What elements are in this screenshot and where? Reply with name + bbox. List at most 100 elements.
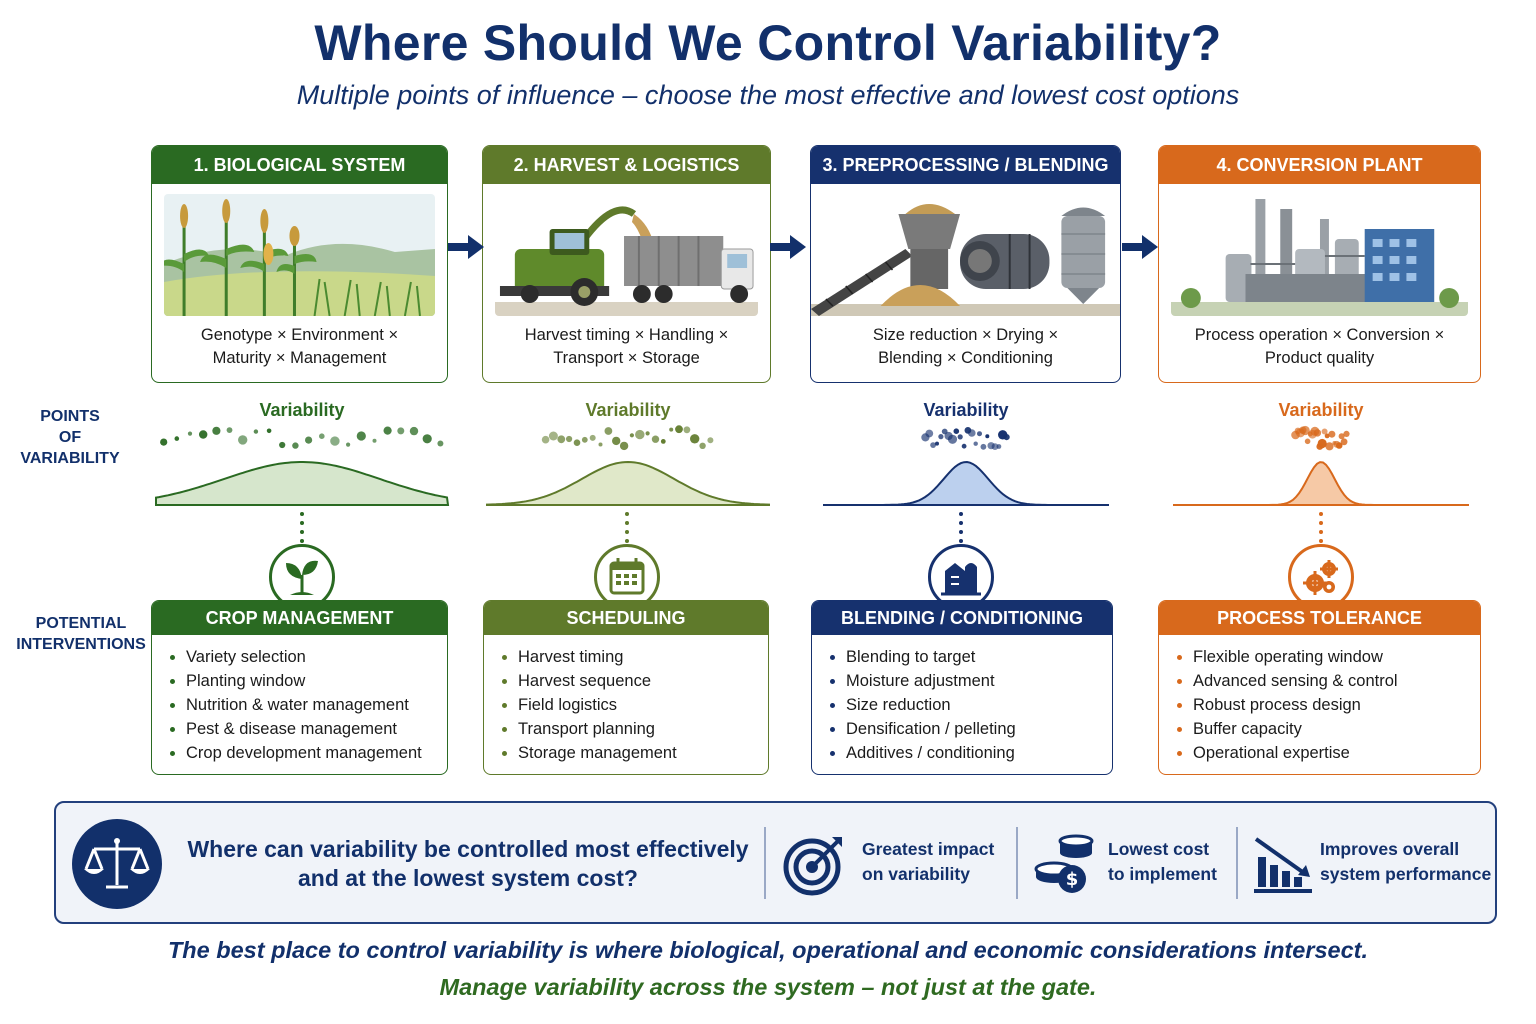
variability-label: Variability: [923, 400, 1009, 420]
variability-dot: [437, 440, 444, 447]
variability-dot: [346, 442, 351, 447]
variability-dot: [619, 441, 629, 451]
variability-dot: [187, 431, 193, 436]
variability-dot: [566, 435, 573, 443]
bell-curve: [1173, 461, 1469, 506]
stage-header: 4. CONVERSION PLANT: [1159, 146, 1480, 184]
list-item: Crop development management: [170, 741, 447, 765]
metric-line: Improves overall: [1320, 839, 1460, 859]
intervention-card-crop-management: CROP MANAGEMENT Variety selection Planti…: [151, 600, 448, 775]
variability-distribution: [1173, 425, 1469, 506]
variability-dot: [548, 431, 558, 441]
list-item: Advanced sensing & control: [1177, 669, 1480, 693]
label-line: INTERVENTIONS: [16, 636, 146, 653]
bar-chart-icon: [1254, 837, 1312, 893]
variability-panel-4: Variability: [1168, 390, 1474, 508]
list-item: Transport planning: [502, 717, 768, 741]
variability-dot: [1321, 428, 1328, 435]
intervention-header: CROP MANAGEMENT: [152, 601, 447, 635]
stage-factors-line1: Harvest timing × Handling ×: [524, 326, 729, 344]
metric-lowest-cost: Lowest cost to implement: [1108, 837, 1217, 887]
variability-dot: [1343, 430, 1350, 437]
bell-curve: [823, 460, 1109, 506]
variability-dot: [996, 444, 1002, 449]
page-title: Where Should We Control Variability?: [314, 15, 1222, 71]
flow-arrow-icon: [770, 235, 806, 259]
variability-dot: [557, 435, 566, 444]
flow-arrow-icon: [1122, 235, 1158, 259]
variability-dot: [683, 426, 691, 434]
stage-card-harvest-logistics: 2. HARVEST & LOGISTICS Harvest timing × …: [482, 145, 771, 383]
label-line: POINTS: [40, 408, 100, 425]
stage-factors-line1: Size reduction × Drying ×: [872, 326, 1059, 344]
list-item: Planting window: [170, 669, 447, 693]
conversion-plant-illustration: [1171, 194, 1468, 316]
variability-dot: [372, 438, 377, 443]
stage-factors-line2: Blending × Conditioning: [878, 349, 1053, 367]
variability-dot: [707, 437, 714, 444]
balance-scale-icon: [72, 819, 162, 909]
intervention-list: Blending to target Moisture adjustment S…: [812, 635, 1112, 765]
list-item: Field logistics: [502, 693, 768, 717]
label-line: OF: [58, 429, 82, 446]
summary-panel: Where can variability be controlled most…: [54, 801, 1497, 924]
cornfield-illustration: [164, 194, 435, 316]
variability-dot: [212, 426, 221, 435]
list-item: Operational expertise: [1177, 741, 1480, 765]
variability-dot: [957, 434, 963, 440]
intervention-card-scheduling: SCHEDULING Harvest timing Harvest sequen…: [483, 600, 769, 775]
intervention-list: Flexible operating window Advanced sensi…: [1159, 635, 1480, 765]
label-line: POTENTIAL: [35, 615, 127, 632]
intervention-header: SCHEDULING: [484, 601, 768, 635]
list-item: Densification / pelleting: [830, 717, 1112, 741]
variability-dot: [541, 435, 550, 444]
metric-line: Greatest impact: [862, 839, 995, 859]
variability-dot: [660, 439, 666, 444]
stage-factors-line1: Genotype × Environment ×: [200, 326, 399, 344]
variability-dot: [1338, 433, 1345, 440]
stage-card-conversion-plant: 4. CONVERSION PLANT Process operation × …: [1158, 145, 1481, 383]
variability-dot: [253, 429, 259, 434]
coins-icon: $: [1034, 834, 1094, 893]
variability-dot: [612, 436, 621, 446]
variability-dot: [1335, 442, 1343, 449]
variability-dot: [1003, 434, 1010, 441]
list-item: Size reduction: [830, 693, 1112, 717]
variability-dot: [1317, 438, 1327, 449]
intervention-list: Variety selection Planting window Nutrit…: [152, 635, 447, 765]
closing-statement: The best place to control variability is…: [167, 937, 1369, 963]
variability-dot: [961, 443, 967, 449]
dotted-connector: [625, 512, 629, 543]
variability-panel-2: Variability: [482, 390, 774, 508]
variability-dot: [598, 442, 603, 447]
variability-dot: [422, 434, 432, 444]
variability-dot: [1328, 430, 1336, 438]
variability-dot: [319, 433, 325, 439]
variability-dot: [629, 433, 634, 438]
variability-dot: [1313, 429, 1322, 437]
metric-greatest-impact: Greatest impact on variability: [862, 837, 994, 887]
variability-label: Variability: [585, 400, 671, 420]
list-item: Additives / conditioning: [830, 741, 1112, 765]
divider: [1016, 827, 1018, 899]
list-item: Moisture adjustment: [830, 669, 1112, 693]
variability-dot: [1300, 425, 1310, 436]
dotted-connector: [959, 512, 963, 543]
dotted-connector: [1319, 512, 1323, 543]
variability-dot: [651, 435, 660, 443]
variability-dot: [985, 434, 990, 439]
intervention-card-blending-conditioning: BLENDING / CONDITIONING Blending to targ…: [811, 600, 1113, 775]
flow-arrow-icon: [448, 235, 484, 259]
variability-dot: [1325, 442, 1334, 451]
svg-text:$: $: [1066, 869, 1079, 890]
variability-dot: [973, 441, 978, 446]
intervention-card-process-tolerance: PROCESS TOLERANCE Flexible operating win…: [1158, 600, 1481, 775]
variability-distribution: [823, 427, 1109, 506]
stage-factors-line2: Maturity × Management: [212, 349, 387, 367]
question-line: Where can variability be controlled most…: [187, 836, 749, 862]
variability-dot: [669, 427, 674, 432]
intervention-header: BLENDING / CONDITIONING: [812, 601, 1112, 635]
gears-icon: [1288, 544, 1354, 610]
stage-card-biological-system: 1. BIOLOGICAL SYSTEM: [151, 145, 448, 383]
closing-tagline: Manage variability across the system – n…: [439, 974, 1097, 1000]
